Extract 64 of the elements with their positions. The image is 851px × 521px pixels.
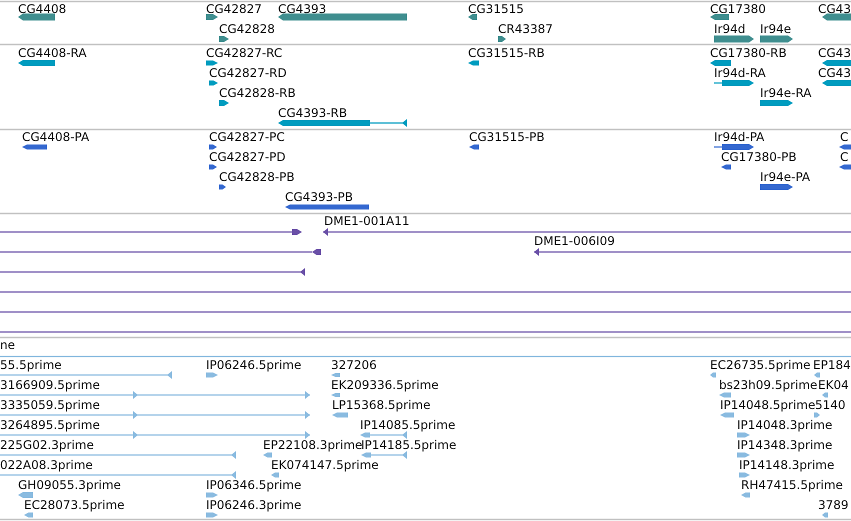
gene-name: CG31515-PB — [469, 130, 545, 144]
est-name: EK074147.5prime — [271, 458, 379, 472]
est-name: 5140 — [815, 398, 846, 412]
gene-name: Ir94e — [760, 22, 792, 36]
clone-name: DME1-001A11 — [324, 214, 410, 228]
est-name: 3166909.5prime — [0, 378, 100, 392]
est-name: LP15368.5prime — [332, 398, 431, 412]
est-name: bs23h09.5prime — [719, 378, 818, 392]
est-name: 3789 — [818, 498, 849, 512]
gene-name: Ir94e-PA — [760, 170, 810, 184]
gene-name: Ir94e-RA — [760, 86, 812, 100]
est-name: 225G02.3prime — [0, 438, 94, 452]
gene-name: CG31515-RB — [468, 46, 545, 60]
gene-name: CR43387 — [498, 22, 553, 36]
est-name: EK209336.5prime — [331, 378, 439, 392]
gene-name: C — [840, 130, 848, 144]
gene-name: CG43 — [818, 66, 851, 80]
est-name: IP14348.3prime — [737, 438, 832, 452]
gene-name: CG4408 — [18, 2, 66, 16]
gene-name: CG17380 — [710, 2, 766, 16]
gene-name: CG42828-PB — [219, 170, 295, 184]
est-name: IP14085.5prime — [360, 418, 456, 432]
gene-name: C — [840, 150, 848, 164]
est-name: IP06246.5prime — [206, 358, 302, 372]
gene-name: CG42827 — [206, 2, 262, 16]
gene-name: CG43 — [818, 2, 851, 16]
est-name: 3264895.5prime — [0, 418, 100, 432]
est-name: 3335059.5prime — [0, 398, 100, 412]
est-name: EC28073.5prime — [24, 498, 125, 512]
est-name: EP184 — [813, 358, 851, 372]
gene-name: Ir94d-PA — [714, 130, 764, 144]
est-name: EP22108.3prime — [263, 438, 362, 452]
gene-name: CG4393-PB — [285, 190, 354, 204]
gene-name: CG31515 — [468, 2, 524, 16]
gene-name: CG42827-RD — [209, 66, 287, 80]
gene-name: CG42828 — [219, 22, 275, 36]
est-name: IP14185.5prime — [361, 438, 456, 452]
gene-name: CG43 — [818, 46, 851, 60]
est-name: IP14048.3prime — [737, 418, 832, 432]
gene-name: CG42827-PC — [209, 130, 285, 144]
est-name: 327206 — [331, 358, 377, 372]
gene-name: CG4393 — [278, 2, 326, 16]
gene-name: CG17380-PB — [721, 150, 797, 164]
est-name: EC26735.5prime — [710, 358, 811, 372]
clone-name: DME1-006I09 — [534, 234, 615, 248]
est-name: 022A08.3prime — [0, 458, 93, 472]
gene-name: Ir94d — [714, 22, 746, 36]
track-name: ne — [0, 338, 15, 352]
est-name: GH09055.3prime — [18, 478, 121, 492]
est-name: IP14148.3prime — [739, 458, 834, 472]
gene-name: CG4393-RB — [278, 106, 348, 120]
gene-name: CG4408-RA — [18, 46, 87, 60]
est-name: IP06246.3prime — [206, 498, 302, 512]
est-name: IP06346.5prime — [206, 478, 302, 492]
gene-name: CG42827-PD — [209, 150, 286, 164]
est-name: 55.5prime — [0, 358, 62, 372]
est-name: IP14048.5prime — [720, 398, 816, 412]
est-name: EK04 — [818, 378, 849, 392]
gene-name: Ir94d-RA — [714, 66, 766, 80]
gene-name: CG17380-RB — [710, 46, 787, 60]
gene-name: CG4408-PA — [22, 130, 90, 144]
gene-name: CG42827-RC — [206, 46, 282, 60]
gene-name: CG42828-RB — [219, 86, 296, 100]
est-name: RH47415.5prime — [741, 478, 843, 492]
